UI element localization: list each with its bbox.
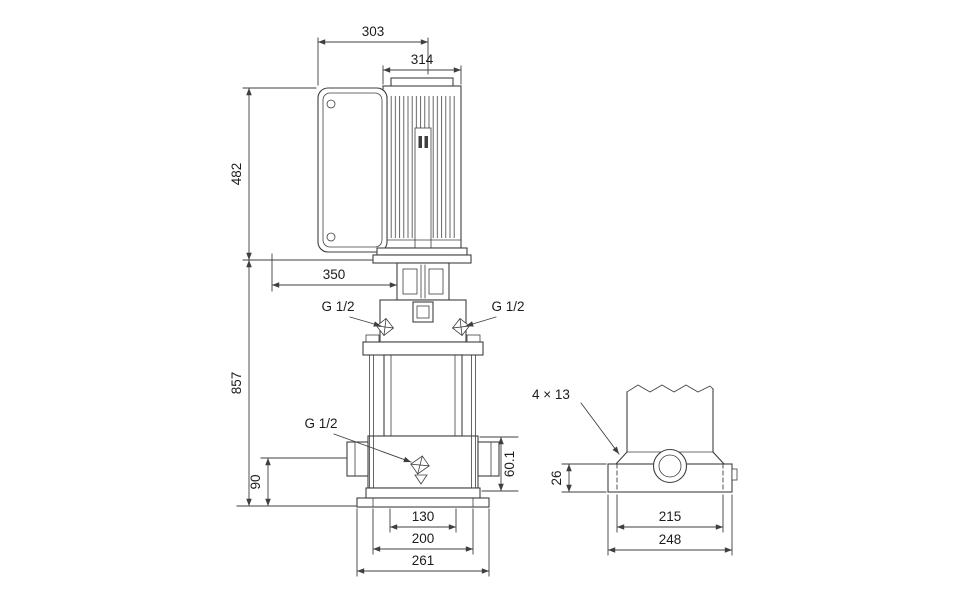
motor-cooling-fins: [387, 96, 457, 238]
dim-200-label: 200: [412, 531, 435, 546]
pump-head: [376, 299, 470, 343]
dim-857-label: 857: [229, 372, 244, 395]
dim-215-label: 215: [659, 509, 682, 524]
drain-plug: [410, 455, 430, 485]
terminal-box-screw-top: [326, 99, 336, 109]
foot-flare-left: [615, 451, 628, 465]
break-line: [626, 384, 714, 393]
dim-261: 261: [356, 508, 490, 577]
dim-60-1: 60.1: [479, 436, 519, 492]
lantern-window-right: [428, 268, 444, 295]
stack-top-flange: [362, 341, 484, 356]
foot-flare-right: [712, 451, 725, 465]
suction-port-left: [346, 441, 369, 477]
bolt-holes-text: 4 × 13: [532, 387, 570, 402]
base-plate: [356, 497, 490, 508]
channel-screw-left: [418, 136, 422, 148]
dim-26: 26: [549, 463, 607, 493]
dim-200: 200: [372, 508, 474, 555]
terminal-box-inner: [322, 92, 383, 248]
outer-sleeve: [383, 354, 463, 437]
side-view: [607, 384, 738, 493]
motor-flange: [372, 247, 472, 264]
dim-303: 303: [317, 24, 429, 86]
staybolts: [369, 354, 476, 489]
dim-26-label: 26: [549, 470, 564, 485]
drain-spout: [414, 474, 428, 485]
dim-215: 215: [616, 494, 724, 533]
dim-350: 350: [271, 253, 398, 292]
drain-port-label: G 1/2: [304, 416, 412, 463]
dim-248-label: 248: [659, 532, 682, 547]
dim-130-label: 130: [412, 509, 435, 524]
coupling-lantern: [396, 262, 450, 301]
terminal-box-screw-bottom: [326, 232, 336, 242]
motor-center-channel: [414, 127, 432, 249]
dim-130: 130: [389, 508, 457, 533]
dim-314-label: 314: [411, 52, 434, 67]
dim-314: 314: [382, 52, 462, 85]
gauge-port-left-text: G 1/2: [321, 299, 354, 314]
head-center-block: [412, 301, 434, 323]
gauge-port-right-text: G 1/2: [491, 299, 524, 314]
gauge-port-label-left: G 1/2: [321, 299, 382, 327]
motor-body: [382, 77, 462, 249]
motor-terminal-box: [317, 87, 388, 253]
terminal-box-outer: [317, 87, 388, 253]
dim-350-label: 350: [323, 267, 346, 282]
drain-port-text: G 1/2: [304, 416, 337, 431]
discharge-port-right: [477, 441, 500, 477]
dim-261-label: 261: [412, 553, 435, 568]
port-circle-inner: [658, 454, 682, 478]
dimensions: 303 314 482 857: [229, 24, 733, 577]
drawing-root: 303 314 482 857: [229, 24, 738, 577]
chamber-stack: [346, 334, 500, 489]
dim-60-1-label: 60.1: [502, 451, 517, 477]
bottom-flange: [365, 487, 481, 499]
dim-303-label: 303: [362, 24, 385, 39]
gauge-port-label-right: G 1/2: [465, 299, 525, 327]
head-center-block-inner: [416, 305, 430, 319]
dim-482-857: 482 857: [229, 87, 373, 507]
front-view: [317, 77, 500, 508]
pump-base: [356, 487, 490, 508]
dim-90: 90: [248, 457, 347, 507]
channel-screw-right: [424, 136, 428, 148]
staybolt-nut-right: [466, 334, 481, 343]
dim-90-label: 90: [248, 474, 263, 489]
port-circle-outer: [652, 448, 688, 484]
dim-248: 248: [607, 494, 733, 556]
dim-482-label: 482: [229, 163, 244, 186]
foot-tab: [731, 468, 738, 481]
staybolt-nut-left: [365, 334, 380, 343]
lantern-window-left: [402, 268, 418, 295]
bolt-holes-label: 4 × 13: [532, 387, 620, 455]
